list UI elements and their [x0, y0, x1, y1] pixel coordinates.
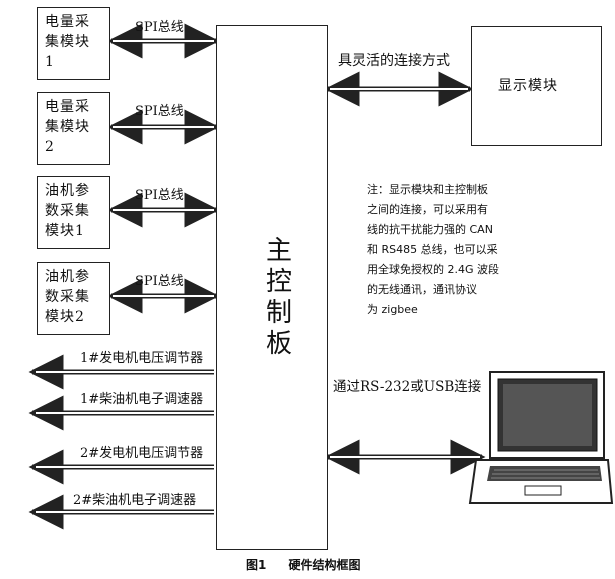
laptop-icon	[468, 371, 614, 504]
output-label-4: 2#柴油机电子调速器	[73, 493, 197, 508]
figure-title: 硬件结构框图	[288, 558, 361, 572]
main-board-char: 控	[265, 267, 292, 297]
display-link-label: 具灵活的连接方式	[338, 53, 450, 69]
main-control-board: 主 控 制 板	[216, 25, 328, 550]
module-line: 数采集	[45, 289, 90, 305]
module-box-electric-2: 电量采 集模块 2	[37, 92, 110, 165]
computer-link-label: 通过RS-232或USB连接	[333, 379, 482, 395]
module-box-engine-2: 油机参 数采集 模块2	[37, 262, 110, 335]
module-line: 2	[45, 139, 55, 155]
module-line: 集模块	[45, 34, 90, 50]
spi-label-3: SPI总线	[135, 188, 184, 203]
module-box-engine-1: 油机参 数采集 模块1	[37, 176, 110, 249]
main-board-char: 制	[265, 298, 292, 328]
module-line: 模块2	[45, 309, 85, 325]
figure-caption: 图1 硬件结构框图	[246, 556, 361, 573]
note-line: 为 zigbee	[367, 303, 418, 316]
output-label-3: 2#发电机电压调节器	[80, 446, 204, 461]
main-board-char: 主	[265, 236, 292, 266]
note-line: 用全球免授权的 2.4G 波段	[367, 263, 500, 276]
note-line: 线的抗干扰能力强的 CAN	[367, 223, 493, 236]
main-board-char: 板	[265, 329, 292, 359]
display-module-box: 显示模块	[471, 26, 602, 146]
main-board-label: 主 控 制 板	[264, 236, 294, 360]
module-line: 数采集	[45, 203, 90, 219]
module-box-electric-1: 电量采 集模块 1	[37, 7, 110, 80]
spi-label-2: SPI总线	[135, 104, 184, 119]
note-line: 的无线通讯，通讯协议	[367, 283, 477, 296]
spi-label-1: SPI总线	[135, 20, 184, 35]
note-line: 和 RS485 总线，也可以采	[367, 243, 498, 256]
module-line: 电量采	[45, 14, 90, 30]
output-label-1: 1#发电机电压调节器	[80, 351, 204, 366]
figure-number: 图1	[246, 558, 267, 572]
module-line: 集模块	[45, 119, 90, 135]
connection-note: 注：显示模块和主控制板 之间的连接，可以采用有 线的抗干扰能力强的 CAN 和 …	[367, 180, 499, 320]
module-line: 模块1	[45, 223, 85, 239]
spi-label-4: SPI总线	[135, 274, 184, 289]
module-line: 1	[45, 54, 55, 70]
output-label-2: 1#柴油机电子调速器	[80, 392, 204, 407]
module-line: 油机参	[45, 183, 90, 199]
note-line: 之间的连接，可以采用有	[367, 203, 488, 216]
display-module-label: 显示模块	[498, 78, 558, 94]
module-line: 电量采	[45, 99, 90, 115]
module-line: 油机参	[45, 269, 90, 285]
note-line: 注：显示模块和主控制板	[367, 183, 488, 196]
